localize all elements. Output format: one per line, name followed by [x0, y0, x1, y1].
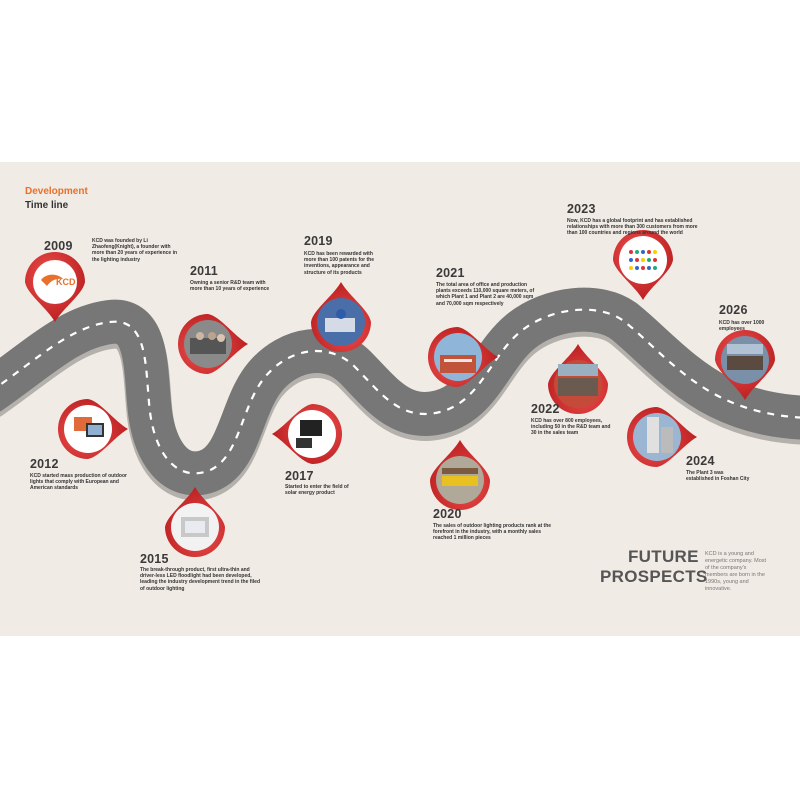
pin-2021: [428, 327, 498, 387]
pin-2024: [627, 407, 697, 467]
year-2015: 2015: [140, 552, 169, 566]
desc-2019: KCD has been rewarded with more than 100…: [304, 251, 375, 276]
pin-2023: [613, 230, 673, 300]
year-2011: 2011: [190, 264, 218, 278]
pin-2009: KCD: [25, 252, 85, 322]
pin-2015: [165, 487, 225, 557]
header-timeline: Time line: [25, 200, 69, 211]
pin-2020: [430, 440, 490, 510]
logo-text: KCD: [56, 277, 76, 287]
future-prospects-title: FUTURE PROSPECTS: [600, 547, 708, 587]
desc-2022: KCD has over 800 employees, including 50…: [531, 418, 611, 437]
pin-2019: [311, 282, 371, 352]
year-2017: 2017: [285, 469, 314, 483]
year-2024: 2024: [686, 454, 715, 468]
pin-2011: [178, 314, 248, 374]
year-2023: 2023: [567, 202, 596, 216]
pin-2017: [272, 404, 342, 464]
future-prospects-text: KCD is a young and energetic company. Mo…: [705, 551, 767, 592]
desc-2009: KCD was founded by Li Zhaofeng(Knight), …: [92, 238, 178, 263]
pin-2022: [548, 344, 608, 414]
desc-2015: The break-through product, first ultra-t…: [140, 567, 261, 592]
year-2019: 2019: [304, 234, 333, 248]
desc-2012: KCD started mass production of outdoor l…: [30, 473, 127, 492]
desc-2017: Started to enter the field of solar ener…: [285, 484, 349, 497]
desc-2024: The Plant 3 was established in Foshan Ci…: [686, 470, 750, 483]
future-title-line2: PROSPECTS: [600, 567, 708, 586]
year-2026: 2026: [719, 303, 748, 317]
desc-2020: The sales of outdoor lighting products r…: [433, 523, 552, 542]
desc-2021: The total area of office and production …: [436, 282, 535, 307]
year-2009: 2009: [44, 239, 73, 253]
desc-2011: Owning a senior R&D team with more than …: [190, 280, 270, 293]
header-development: Development: [25, 186, 88, 197]
road-shape: [0, 287, 800, 501]
future-title-line1: FUTURE: [628, 547, 699, 566]
timeline-banner: KCD: [0, 162, 800, 636]
year-2012: 2012: [30, 457, 59, 471]
year-2021: 2021: [436, 266, 465, 280]
winding-road: KCD: [0, 230, 800, 557]
year-2022: 2022: [531, 402, 560, 416]
pin-2026: [715, 330, 775, 400]
pin-2012: [58, 399, 128, 459]
desc-2026: KCD has over 1000 employees: [719, 320, 765, 333]
desc-2023: Now, KCD has a global footprint and has …: [567, 218, 698, 237]
year-2020: 2020: [433, 507, 462, 521]
